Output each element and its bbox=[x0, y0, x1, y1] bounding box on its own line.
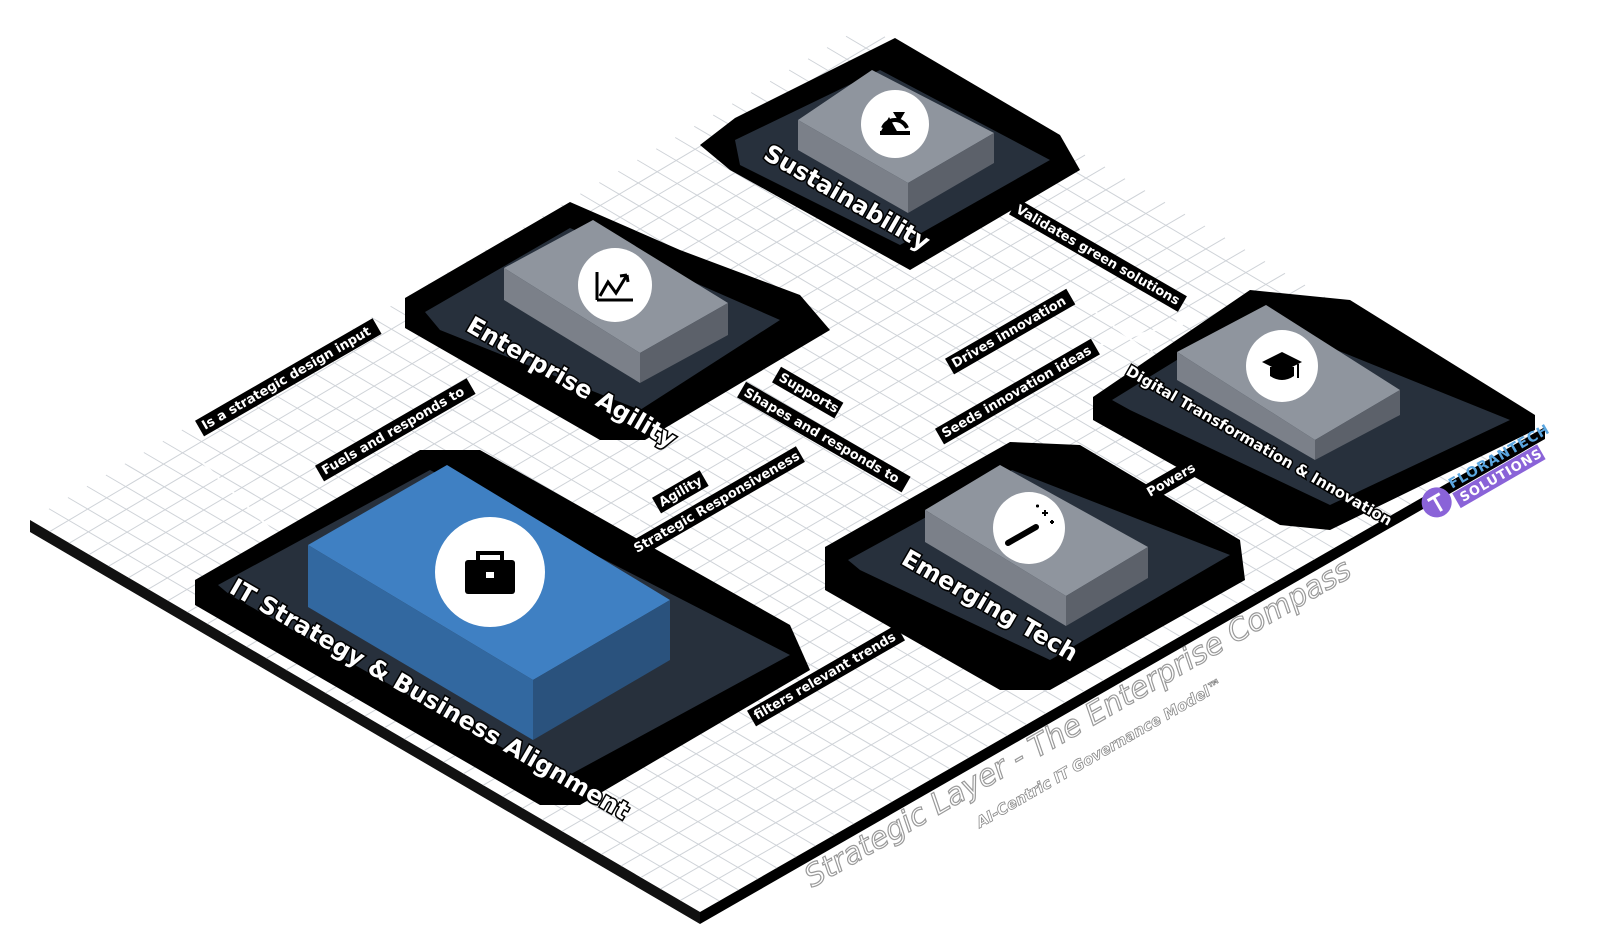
box-left bbox=[798, 120, 908, 213]
box-right bbox=[533, 600, 670, 740]
connector-design-input bbox=[199, 459, 292, 550]
briefcase-icon bbox=[435, 517, 545, 627]
connector-drives bbox=[1079, 299, 1157, 360]
node-enterprise-agility[interactable]: Enterprise Agility bbox=[405, 202, 830, 455]
box-right bbox=[908, 133, 994, 213]
magic-wand-icon bbox=[993, 492, 1065, 564]
graduation-cap-icon bbox=[1246, 330, 1318, 402]
box-right bbox=[1066, 547, 1148, 626]
box-left bbox=[504, 268, 640, 383]
box-left bbox=[925, 510, 1066, 626]
recycle-icon bbox=[861, 90, 929, 158]
box-left bbox=[1177, 352, 1315, 460]
node-emerging-tech[interactable]: Emerging Tech bbox=[825, 442, 1245, 690]
box-right bbox=[1315, 390, 1400, 460]
box-left bbox=[308, 545, 533, 740]
node-sustainability[interactable]: Sustainability bbox=[700, 38, 1080, 270]
connector-seeds bbox=[1099, 319, 1187, 346]
box-right bbox=[640, 303, 728, 383]
trend-chart-icon bbox=[578, 248, 652, 322]
